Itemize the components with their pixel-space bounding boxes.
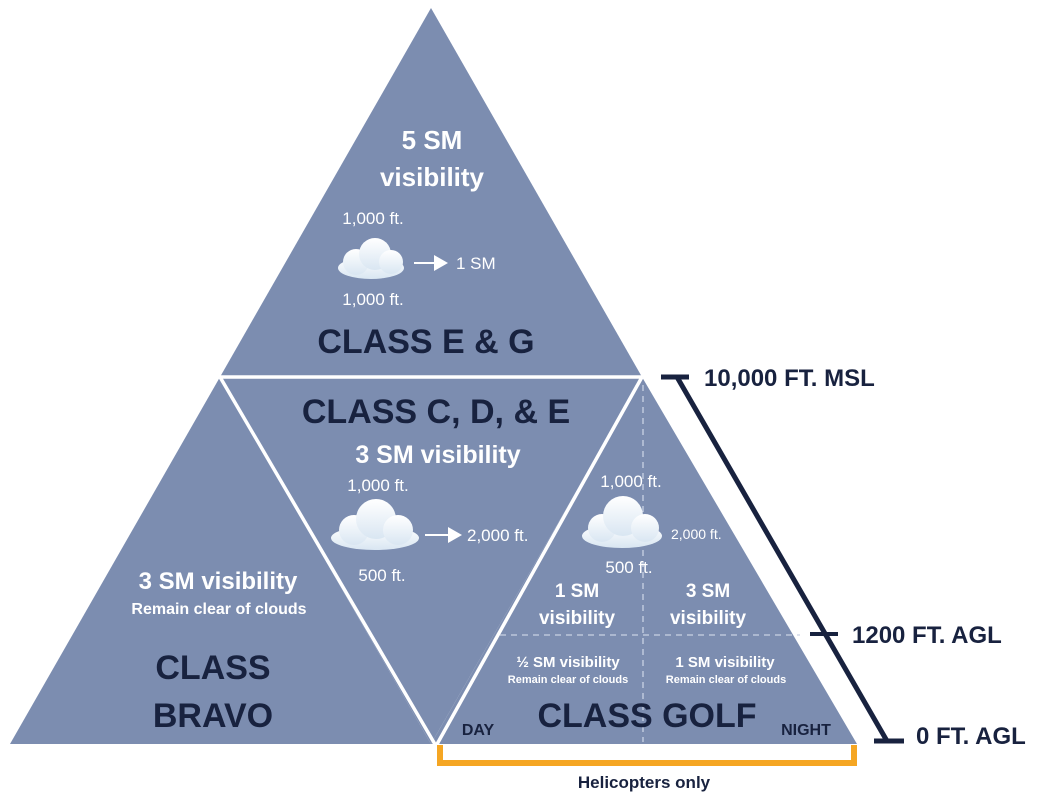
golf-night-upper-line1: 3 SM [686, 581, 730, 602]
golf-night-upper-line2: visibility [670, 608, 746, 629]
top-cloud-icon [338, 238, 404, 279]
golf-night-lower-note: Remain clear of clouds [666, 674, 786, 686]
golf-night-lower-visibility: 1 SM visibility [675, 654, 775, 671]
triangle-dividers [218, 375, 644, 747]
golf-triangle [431, 377, 857, 744]
helicopters-bracket [437, 745, 857, 766]
middle-visibility: 3 SM visibility [355, 441, 520, 469]
bravo-visibility: 3 SM visibility [139, 568, 298, 595]
middle-triangle [220, 377, 642, 744]
top-visibility-line1: 5 SM [402, 125, 463, 155]
bravo-note: Remain clear of clouds [131, 601, 306, 618]
top-visibility-line2: visibility [380, 162, 485, 192]
altitude-top-label: 10,000 FT. MSL [704, 365, 875, 392]
top-cloud-side: 1 SM [456, 254, 496, 273]
helicopters-label: Helicopters only [578, 773, 711, 792]
altitude-scale [661, 374, 904, 744]
golf-cloud-icon [582, 496, 662, 548]
top-class-label: CLASS E & G [317, 323, 534, 361]
golf-day-upper-line1: 1 SM [555, 581, 599, 602]
golf-dashed-dividers [500, 385, 800, 742]
golf-cloud-side: 2,000 ft. [671, 526, 722, 542]
bravo-class-line2: BRAVO [153, 697, 273, 735]
golf-class-label: CLASS GOLF [537, 697, 756, 735]
middle-cloud-above: 1,000 ft. [347, 476, 408, 495]
middle-cloud-below: 500 ft. [358, 566, 405, 585]
top-cloud-above: 1,000 ft. [342, 209, 403, 228]
middle-class-label: CLASS C, D, & E [302, 393, 570, 431]
golf-cloud-below: 500 ft. [605, 558, 652, 577]
top-cloud-below: 1,000 ft. [342, 290, 403, 309]
golf-day-label: DAY [462, 722, 495, 739]
altitude-bottom-label: 0 FT. AGL [916, 723, 1026, 750]
altitude-middle-label: 1200 FT. AGL [852, 622, 1002, 649]
top-triangle [220, 8, 642, 377]
golf-night-label: NIGHT [781, 722, 831, 739]
golf-day-lower-visibility: ½ SM visibility [516, 654, 620, 671]
middle-cloud-side: 2,000 ft. [467, 526, 528, 545]
golf-day-upper-line2: visibility [539, 608, 615, 629]
golf-day-lower-note: Remain clear of clouds [508, 674, 628, 686]
middle-cloud-icon [331, 499, 419, 550]
golf-cloud-above: 1,000 ft. [600, 472, 661, 491]
bravo-triangle [10, 377, 431, 744]
bravo-class-line1: CLASS [155, 649, 270, 687]
